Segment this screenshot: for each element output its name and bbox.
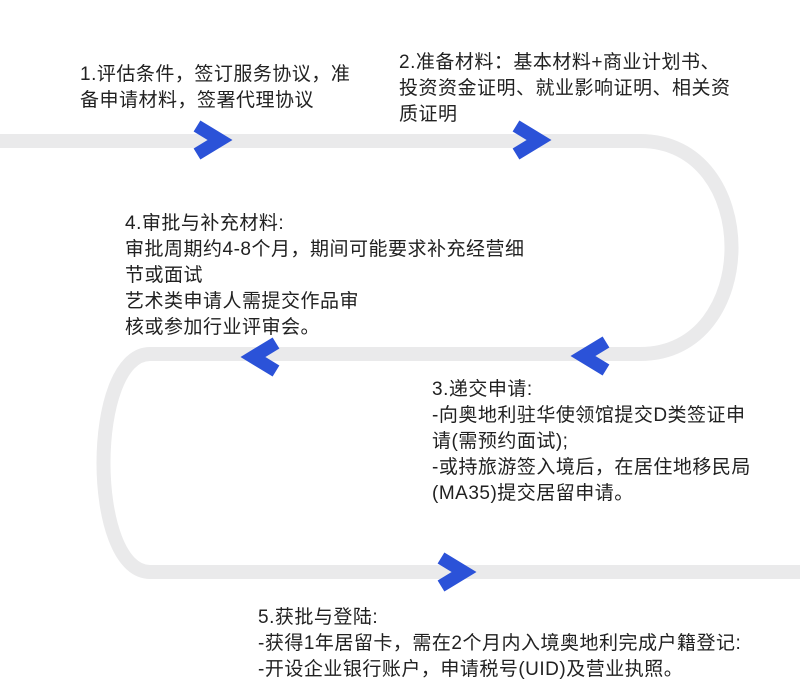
step-5-line: -开设企业银行账户，申请税号(UID)及营业执照。 xyxy=(258,659,684,680)
step-4-line: 核或参加行业评审会。 xyxy=(125,317,321,338)
step-4-line: 艺术类申请人需提交作品审 xyxy=(125,291,360,312)
step-3-line: (MA35)提交居留申请。 xyxy=(432,483,634,504)
step-2-line: 2.准备材料：基本材料+商业计划书、 xyxy=(399,52,720,73)
step-5-text: 5.获批与登陆: -获得1年居留卡，需在2个月内入境奥地利完成户籍登记: -开设… xyxy=(258,605,741,683)
step-5-line: -获得1年居留卡，需在2个月内入境奥地利完成户籍登记: xyxy=(258,633,742,654)
flow-path xyxy=(0,134,800,579)
step-4-line: 节或面试 xyxy=(125,265,204,286)
step-1-line: 1.评估条件，签订服务协议，准 xyxy=(80,64,351,85)
step-1-text: 1.评估条件，签订服务协议，准 备申请材料，签署代理协议 xyxy=(80,62,350,114)
step-2-line: 投资资金证明、就业影响证明、相关资 xyxy=(399,78,731,99)
chevron-left-icon xyxy=(240,337,280,377)
step-3-line: -向奥地利驻华使领馆提交D类签证申 xyxy=(432,405,746,426)
step-4-line: 审批周期约4-8个月，期间可能要求补充经营细 xyxy=(125,239,525,260)
step-2-text: 2.准备材料：基本材料+商业计划书、 投资资金证明、就业影响证明、相关资 质证明 xyxy=(399,50,731,128)
step-3-text: 3.递交申请: -向奥地利驻华使领馆提交D类签证申 请(需预约面试); -或持旅… xyxy=(432,377,751,507)
step-4-text: 4.审批与补充材料: 审批周期约4-8个月，期间可能要求补充经营细 节或面试 艺… xyxy=(125,211,524,341)
step-3-line: 请(需预约面试); xyxy=(432,431,569,452)
chevron-right-icon xyxy=(193,120,233,160)
step-3-line: -或持旅游签入境后，在居住地移民局 xyxy=(432,457,751,478)
chevron-right-icon xyxy=(512,120,552,160)
step-3-line: 3.递交申请: xyxy=(432,379,533,400)
step-5-line: 5.获批与登陆: xyxy=(258,607,379,628)
chevron-right-icon xyxy=(437,552,477,592)
step-1-line: 备申请材料，签署代理协议 xyxy=(80,90,315,111)
step-2-line: 质证明 xyxy=(399,104,458,125)
chevron-left-icon xyxy=(570,336,610,376)
step-4-line: 4.审批与补充材料: xyxy=(125,213,285,234)
